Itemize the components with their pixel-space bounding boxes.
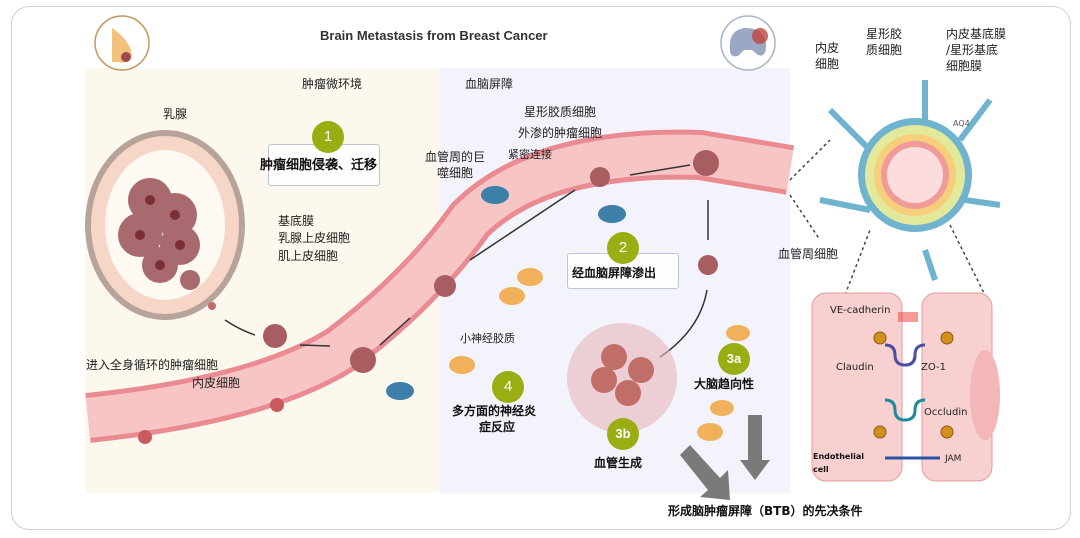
- jn-endothelial-1: Endothelial: [813, 452, 864, 461]
- jn-endothelial-2: cell: [813, 465, 829, 474]
- cs-aq4: AQ4: [953, 119, 970, 128]
- brain-icon: [720, 15, 776, 71]
- jn-occludin: Occludin: [924, 407, 968, 418]
- label-extravasated-tumor-cell: 外渗的肿瘤细胞: [518, 126, 603, 140]
- step-1-badge: 1: [312, 121, 344, 153]
- label-btb-prerequisite: 形成脑肿瘤屏障（BTB）的先决条件: [668, 504, 863, 518]
- label-tight-junction: 紧密连接: [508, 148, 552, 161]
- label-basement-membrane: 基底膜: [278, 214, 315, 228]
- tight-junction-detail: [811, 292, 1000, 482]
- label-mammary-epithelial: 乳腺上皮细胞: [278, 231, 351, 245]
- breast-icon: [94, 15, 150, 71]
- vessel-cross-section: [819, 80, 1001, 281]
- microglia-cells: [449, 268, 750, 441]
- cs-basement-1: 内皮基底膜: [946, 27, 1007, 41]
- label-microglia: 小神经胶质: [460, 332, 515, 345]
- step-2-label: 经血脑屏障渗出: [572, 266, 657, 280]
- cs-endothelial-2: 细胞: [815, 57, 840, 71]
- section-tumor-microenvironment: 肿瘤微环境: [302, 77, 363, 91]
- zoom-lines: [789, 139, 986, 296]
- step-3a-label: 大脑趋向性: [694, 377, 755, 391]
- blood-vessel: [85, 129, 795, 444]
- label-mammary-gland: 乳腺: [163, 107, 188, 121]
- step-3b-badge: 3b: [607, 418, 639, 450]
- tumor-cluster: [567, 323, 677, 433]
- step-3a-badge: 3a: [718, 343, 750, 375]
- jn-claudin: Claudin: [836, 362, 874, 373]
- cs-endothelial-1: 内皮: [815, 41, 840, 55]
- label-perivascular-macrophage-1: 血管周的巨: [425, 150, 486, 164]
- section-blood-brain-barrier: 血脑屏障: [465, 77, 514, 91]
- cs-astrocyte-1: 星形胶: [866, 27, 903, 41]
- label-circulating-tumor-cell: 进入全身循环的肿瘤细胞: [86, 358, 219, 372]
- step-4-badge: 4: [492, 371, 524, 403]
- mammary-duct: [85, 130, 245, 320]
- jn-jam: JAM: [945, 454, 962, 464]
- cs-basement-2: /星形基底: [946, 43, 999, 57]
- step-2-badge: 2: [607, 232, 639, 264]
- circulating-tumor-cells: [263, 150, 719, 373]
- label-perivascular-macrophage-2: 噬细胞: [437, 166, 474, 180]
- label-endothelial-cell: 内皮细胞: [192, 376, 241, 390]
- perivascular-macrophages: [386, 186, 626, 400]
- btb-arrows: [680, 415, 770, 500]
- step-1-label: 肿瘤细胞侵袭、迁移: [260, 158, 378, 173]
- label-myoepithelial: 肌上皮细胞: [278, 249, 339, 263]
- figure-title: Brain Metastasis from Breast Cancer: [320, 28, 548, 43]
- cs-astrocyte-2: 质细胞: [866, 43, 903, 57]
- jn-ve-cadherin: VE-cadherin: [830, 305, 891, 316]
- step-3b-label: 血管生成: [594, 456, 643, 470]
- cs-pericyte: 血管周细胞: [778, 247, 839, 261]
- cs-basement-3: 细胞膜: [946, 59, 983, 73]
- step-4-label-line2: 症反应: [479, 420, 516, 434]
- label-astrocyte: 星形胶质细胞: [524, 105, 597, 119]
- jn-zo1: ZO-1: [921, 362, 946, 373]
- step-4-label-line1: 多方面的神经炎: [452, 404, 537, 418]
